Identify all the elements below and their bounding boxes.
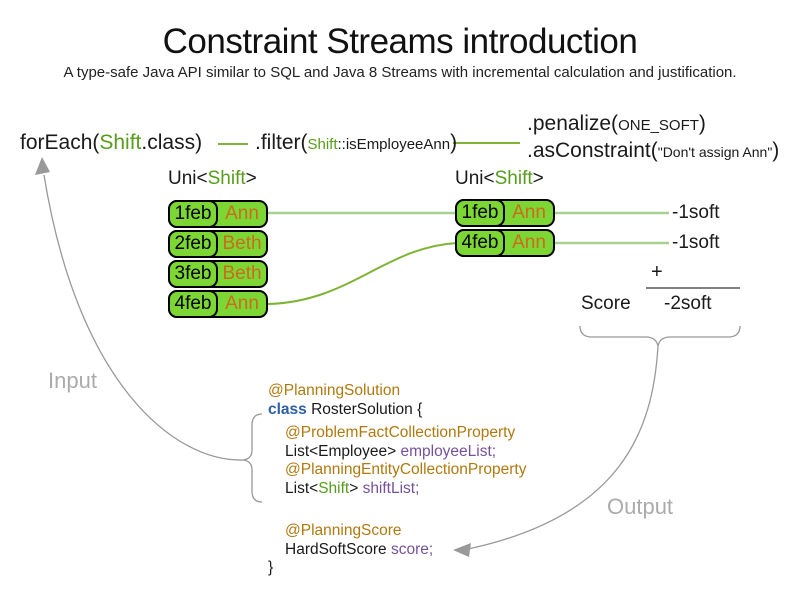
penalize-suffix: )	[698, 112, 706, 135]
uni-type: Shift	[494, 168, 533, 189]
field-type-prefix: List<	[285, 480, 319, 497]
asconstraint-prefix: .asConstraint(	[527, 139, 658, 162]
shift-employee-cell: Beth	[222, 233, 262, 254]
shift-row: 4feb Ann	[168, 290, 268, 318]
annotation-text: @PlanningScore	[285, 522, 402, 539]
sum-plus-sign: +	[651, 261, 663, 283]
field-name: score;	[390, 541, 434, 558]
shift-date-cell: 1feb	[168, 200, 218, 228]
code-annotation-planning-entity: @PlanningEntityCollectionProperty	[285, 461, 526, 479]
foreach-class-name: Shift	[99, 131, 142, 154]
asconstraint-suffix: )	[772, 139, 780, 162]
asconstraint-expression: .asConstraint("Don't assign Ann")	[527, 139, 779, 163]
filter-suffix: )	[450, 131, 458, 154]
output-arrow-curve	[467, 345, 659, 550]
class-name: RosterSolution {	[306, 401, 423, 418]
filter-arg-rest: ::isEmployeeAnn	[337, 136, 451, 153]
annotation-text: @PlanningEntityCollectionProperty	[285, 461, 527, 478]
field-name: shiftList;	[362, 480, 420, 497]
shift-row: 1feb Ann	[455, 199, 555, 227]
shift-date-cell: 4feb	[455, 229, 505, 257]
uni-suffix: >	[245, 168, 257, 189]
shift-employee-cell: Beth	[222, 263, 262, 284]
code-class-declaration: class RosterSolution {	[268, 401, 422, 419]
uni-prefix: Uni<	[168, 168, 208, 189]
shift-date-cell: 2feb	[168, 230, 218, 258]
shift-employee-cell: Ann	[225, 203, 259, 224]
asconstraint-arg: "Don't assign Ann"	[657, 144, 773, 160]
filter-expression: .filter(Shift::isEmployeeAnn)	[255, 131, 457, 155]
output-brace	[579, 325, 741, 347]
field-type: HardSoftScore	[285, 541, 391, 558]
foreach-expression: forEach(Shift.class)	[20, 131, 202, 155]
penalize-prefix: .penalize(	[527, 112, 619, 135]
field-type-suffix: >	[349, 480, 363, 497]
shift-date-cell: 4feb	[168, 290, 218, 318]
input-arrow-curve	[43, 174, 244, 461]
code-closing-brace: }	[268, 559, 274, 576]
output-arrowhead	[453, 543, 471, 557]
input-arrowhead	[35, 157, 50, 175]
annotation-text: @ProblemFactCollectionProperty	[285, 424, 516, 441]
shift-employee-cell: Ann	[512, 202, 546, 223]
filter-prefix: .filter(	[255, 131, 308, 154]
code-annotation-problem-fact: @ProblemFactCollectionProperty	[285, 424, 515, 442]
filter-arg-class: Shift	[307, 136, 338, 153]
foreach-prefix: forEach(	[20, 131, 100, 154]
field-name: employeeList;	[400, 443, 497, 460]
shift-employee-cell: Ann	[225, 293, 259, 314]
foreach-suffix: .class)	[141, 131, 203, 154]
field-type-param: Shift	[318, 480, 350, 497]
penalize-arg: ONE_SOFT	[618, 117, 699, 134]
annotation-text: @PlanningSolution	[268, 382, 401, 399]
penalty-value: -1soft	[672, 202, 720, 223]
right-stream-type-label: Uni<Shift>	[455, 168, 544, 190]
output-label: Output	[607, 494, 674, 519]
code-employee-list-field: List<Employee> employeeList;	[285, 443, 496, 461]
penalty-value: -1soft	[672, 232, 720, 253]
page-title: Constraint Streams introduction	[162, 22, 638, 61]
input-brace	[242, 413, 263, 503]
code-score-field: HardSoftScore score;	[285, 541, 433, 559]
shift-employee-cell: Ann	[512, 232, 546, 253]
shift-row: 4feb Ann	[455, 229, 555, 257]
conn-4feb-curve	[267, 242, 458, 305]
penalize-expression: .penalize(ONE_SOFT)	[527, 112, 706, 136]
page-subtitle: A type-safe Java API similar to SQL and …	[63, 64, 737, 81]
score-value: -2soft	[664, 293, 712, 314]
shift-row: 2feb Beth	[168, 230, 268, 258]
field-type: List<Employee>	[285, 443, 401, 460]
code-shift-list-field: List<Shift> shiftList;	[285, 480, 419, 498]
uni-type: Shift	[207, 168, 246, 189]
shift-date-cell: 3feb	[168, 260, 218, 288]
shift-date-cell: 1feb	[455, 199, 505, 227]
code-annotation-planning-solution: @PlanningSolution	[268, 382, 400, 400]
left-stream-type-label: Uni<Shift>	[168, 168, 257, 190]
score-label: Score	[581, 293, 631, 314]
uni-prefix: Uni<	[455, 168, 495, 189]
shift-row: 3feb Beth	[168, 260, 268, 288]
class-keyword: class	[268, 401, 307, 418]
input-label: Input	[48, 368, 97, 393]
code-annotation-planning-score: @PlanningScore	[285, 522, 402, 540]
shift-row: 1feb Ann	[168, 200, 268, 228]
uni-suffix: >	[532, 168, 544, 189]
